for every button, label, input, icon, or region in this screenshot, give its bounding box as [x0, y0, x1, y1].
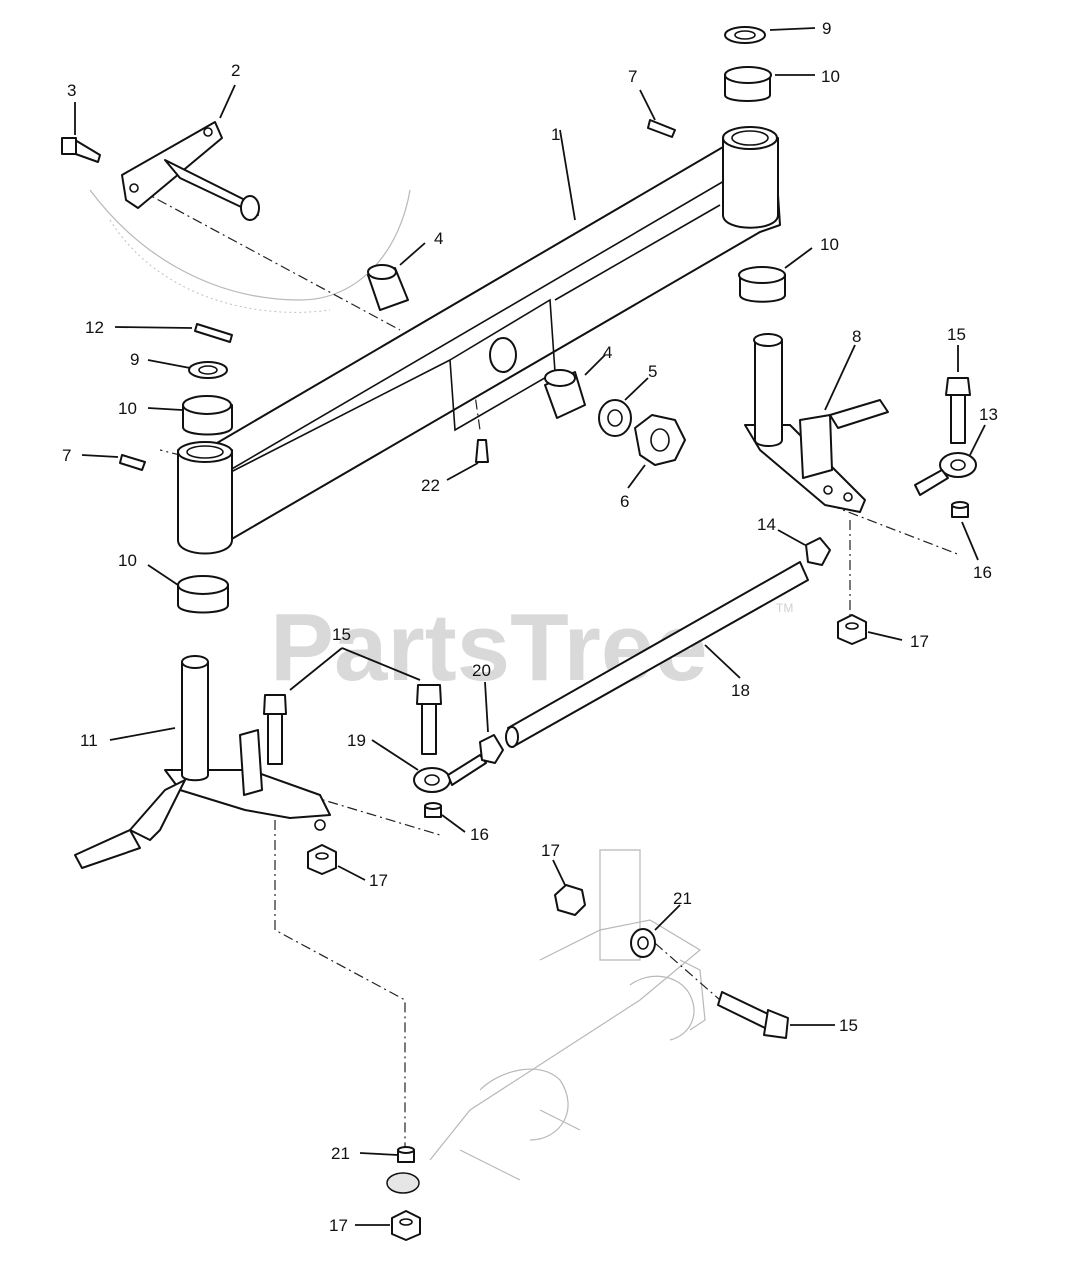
watermark-text: PartsTree	[270, 594, 708, 701]
spacer-16-right	[951, 501, 969, 518]
callout-4-top: 4	[434, 229, 443, 248]
lock-nut-17-mid	[554, 884, 586, 916]
nut-6	[634, 414, 686, 466]
spacer-16-left	[424, 802, 442, 818]
bushing-4-top	[367, 264, 409, 311]
callout-20: 20	[472, 661, 491, 680]
pivot-bracket	[121, 121, 260, 221]
callout-4-center: 4	[603, 343, 612, 362]
callout-10-left: 10	[118, 399, 137, 418]
callout-17-mid: 17	[541, 841, 560, 860]
callout-15-bottom: 15	[839, 1016, 858, 1035]
callout-19: 19	[347, 731, 366, 750]
bolt-15-left-b	[416, 684, 442, 755]
spindle-11-left	[74, 655, 331, 869]
tie-rod-end-13	[914, 452, 977, 496]
tie-rod-end-19	[413, 754, 487, 793]
lock-nut-17-left	[307, 844, 337, 875]
washer-5	[598, 399, 632, 437]
bolt-15-bottom	[717, 991, 789, 1039]
bushing-10-right	[738, 266, 786, 303]
frame-ghost-outline	[89, 189, 706, 1181]
callout-1: 1	[551, 125, 560, 144]
bushing-10-left	[182, 395, 233, 436]
jam-nut-14	[805, 537, 831, 566]
grease-fitting-7-top	[647, 119, 676, 138]
bushing-4-center	[544, 369, 586, 419]
lock-nut-17-bottom	[391, 1210, 421, 1241]
callout-9-top: 9	[822, 19, 831, 38]
leader-lines	[74, 27, 986, 1226]
callout-12: 12	[85, 318, 104, 337]
grease-fitting-7-left	[119, 454, 146, 471]
callout-10-right: 10	[820, 235, 839, 254]
callout-6: 6	[620, 492, 629, 511]
callout-7-top: 7	[628, 67, 637, 86]
watermark-trademark: TM	[776, 601, 793, 615]
lock-nut-17-right	[837, 614, 867, 645]
callout-8: 8	[852, 327, 861, 346]
roll-pin-12	[194, 323, 233, 343]
callout-13: 13	[979, 405, 998, 424]
callout-15-right: 15	[947, 325, 966, 344]
callout-10-top: 10	[821, 67, 840, 86]
callout-22: 22	[421, 476, 440, 495]
callout-labels: 9 10 7 2 3 1 10 4 12 9 10 7 10 4 5 6 22 …	[62, 19, 998, 1235]
callout-15-left: 15	[332, 625, 351, 644]
callout-17-left: 17	[369, 871, 388, 890]
callout-7-left: 7	[62, 446, 71, 465]
callout-17-right: 17	[910, 632, 929, 651]
callout-3: 3	[67, 81, 76, 100]
callout-17-bottom: 17	[329, 1216, 348, 1235]
callout-18: 18	[731, 681, 750, 700]
bolt-15-right	[945, 377, 971, 444]
callout-21-mid: 21	[673, 889, 692, 908]
tie-rod-18	[505, 561, 809, 748]
bushing-10-top	[724, 66, 772, 102]
callout-16-right: 16	[973, 563, 992, 582]
washer-9-top	[724, 26, 766, 44]
grease-fitting-22	[475, 439, 489, 463]
callout-21-bottom: 21	[331, 1144, 350, 1163]
callout-9-left: 9	[130, 350, 139, 369]
bolt-3	[61, 137, 101, 163]
callout-16-left: 16	[470, 825, 489, 844]
spacer-21-mid	[630, 928, 656, 958]
bolt-15-left-a	[263, 694, 287, 765]
spindle-8-right	[744, 333, 889, 513]
jam-nut-20	[479, 734, 504, 764]
spacer-21-bottom	[397, 1146, 415, 1163]
callout-14: 14	[757, 515, 776, 534]
axle-beam	[177, 126, 781, 555]
bushing-10-bottom	[177, 575, 229, 614]
washer-9-left	[188, 361, 228, 379]
ghost-ball-joint	[386, 1172, 420, 1194]
callout-10-bottom: 10	[118, 551, 137, 570]
callout-11: 11	[80, 731, 98, 750]
callout-2: 2	[231, 61, 240, 80]
callout-5: 5	[648, 362, 657, 381]
